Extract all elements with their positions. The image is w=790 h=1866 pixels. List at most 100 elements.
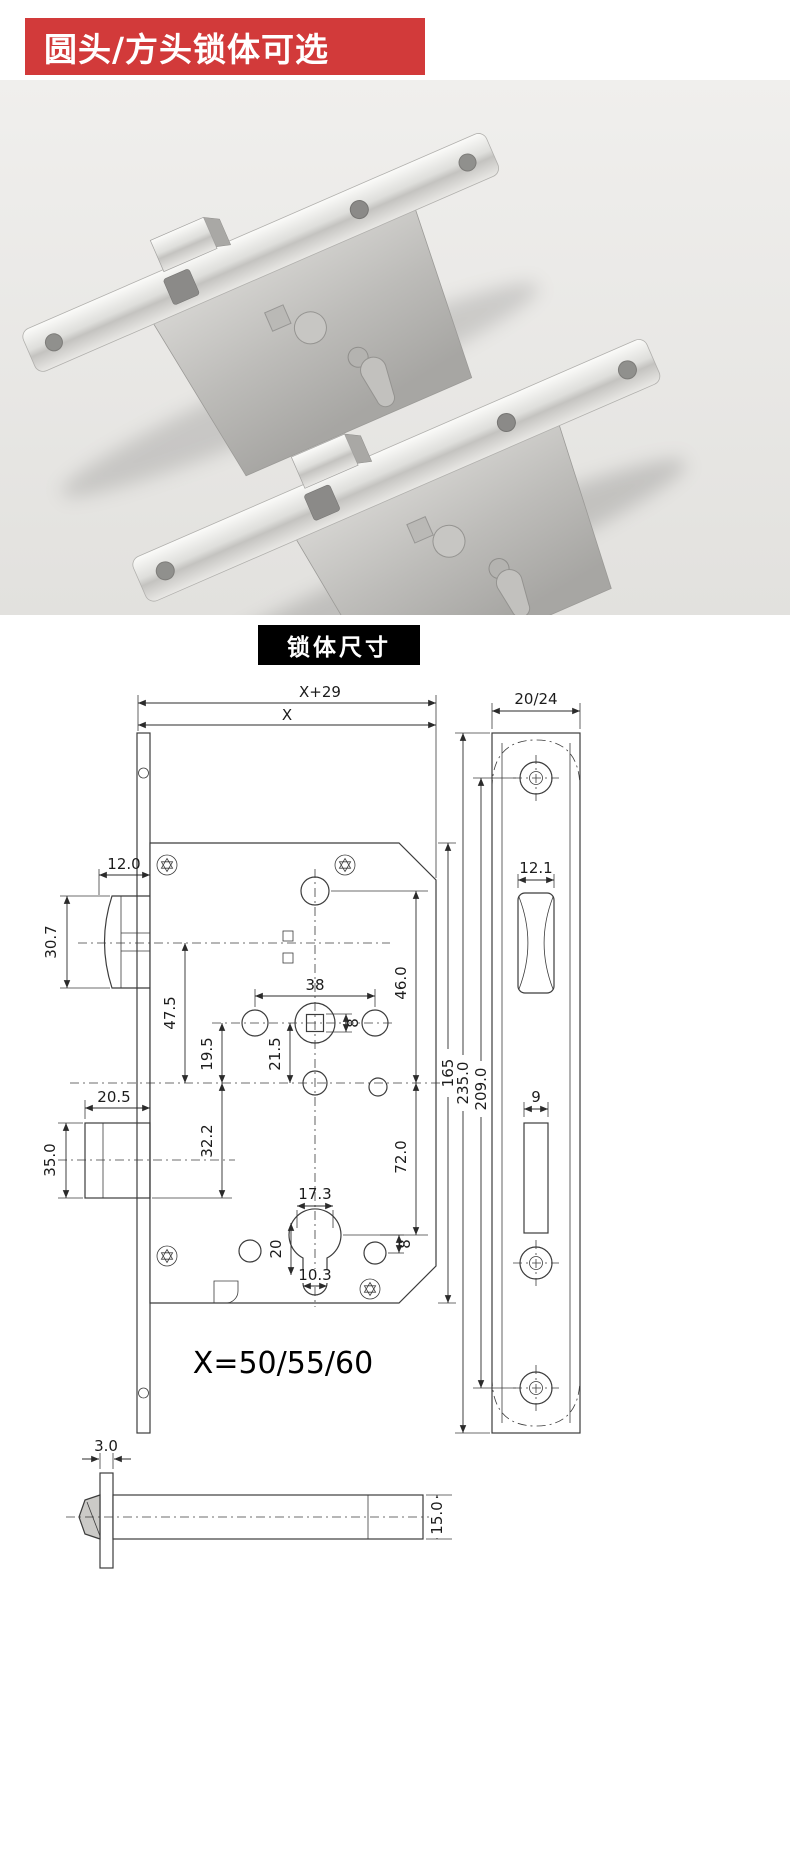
lock-dimension-drawing: X+29 X 12.0 30.7 47.5 19.5 38 21.5 8 46. bbox=[41, 683, 581, 1569]
dim-cylinder-drop: 20 bbox=[267, 1223, 295, 1275]
dim-cylinder-drop-label: 20 bbox=[267, 1239, 285, 1258]
dim-bolt-height-label: 15.0 bbox=[428, 1501, 446, 1534]
faceplate-view bbox=[491, 732, 581, 1434]
fixing-hole bbox=[363, 1241, 387, 1265]
faceplate-outline bbox=[491, 732, 581, 1434]
dim-hub-drop: 21.5 bbox=[266, 1023, 294, 1083]
dim-deadbolt-height-label: 35.0 bbox=[41, 1143, 59, 1176]
latch-head bbox=[290, 433, 359, 489]
lock-body-view bbox=[58, 732, 452, 1434]
deadbolt bbox=[84, 1122, 151, 1199]
case-cylinder-hole bbox=[360, 356, 395, 408]
torx-screw bbox=[359, 1278, 381, 1300]
faceplate bbox=[132, 339, 661, 602]
plate-screw bbox=[138, 767, 149, 779]
dim-latch-height-label: 30.7 bbox=[42, 925, 60, 958]
torx-screw bbox=[156, 1245, 178, 1267]
dim-backset-label: X bbox=[282, 706, 292, 724]
corner-notch bbox=[213, 1280, 239, 1304]
fixing-hole bbox=[238, 1239, 262, 1263]
case-hole bbox=[432, 524, 466, 558]
dim-center-deadbolt: 32.2 bbox=[152, 1083, 232, 1199]
plate-screw-hole bbox=[44, 333, 63, 352]
dim-cylinder-stem-label: 10.3 bbox=[298, 1266, 331, 1284]
dim-deadbolt-cutout: 9 bbox=[523, 1088, 549, 1117]
torx-screw bbox=[156, 854, 178, 876]
dim-latch-projection: 12.0 bbox=[98, 855, 150, 895]
dim-latch-cutout-label: 12.1 bbox=[519, 859, 552, 877]
backset-formula: X=50/55/60 bbox=[193, 1346, 373, 1381]
dim-latch-height: 30.7 bbox=[42, 895, 110, 989]
section-title: 锁体尺寸 bbox=[258, 625, 420, 665]
dim-hub-drop-label: 21.5 bbox=[266, 1037, 284, 1070]
dim-latch-to-center-label: 47.5 bbox=[161, 996, 179, 1029]
dim-plate-thickness: 3.0 bbox=[82, 1437, 131, 1469]
plate-latch-window bbox=[304, 484, 340, 521]
case-hole bbox=[293, 311, 327, 345]
spring-square bbox=[282, 952, 294, 964]
dim-center-cylinder-label: 72.0 bbox=[392, 1140, 410, 1173]
dim-bolt-height: 15.0 bbox=[426, 1494, 452, 1540]
dim-handle-span: 38 bbox=[254, 976, 376, 1007]
dim-faceplate-length: 235.0 bbox=[454, 732, 490, 1434]
dim-center-cylinder: 72.0 bbox=[343, 1083, 428, 1236]
faceplate bbox=[22, 133, 500, 372]
latch-cutout bbox=[517, 892, 555, 994]
dim-case-height-label: 165 bbox=[439, 1059, 457, 1088]
plate-screw-hole bbox=[458, 153, 477, 172]
plate-screw-hole bbox=[155, 561, 175, 581]
dim-plate-thickness-label: 3.0 bbox=[94, 1437, 118, 1455]
dim-case-height: 165 bbox=[438, 842, 457, 1304]
lock-photo-lower bbox=[132, 339, 661, 615]
plate-latch-window bbox=[163, 269, 200, 305]
dim-top-hole-label: 46.0 bbox=[392, 966, 410, 999]
spring-square bbox=[282, 930, 294, 942]
dim-top-hole: 46.0 bbox=[331, 890, 428, 1083]
mid-hole-small bbox=[368, 1077, 388, 1097]
dim-screw-spacing-label: 209.0 bbox=[472, 1068, 490, 1111]
dim-deadbolt-projection-label: 20.5 bbox=[97, 1088, 130, 1106]
dim-latch-cutout: 12.1 bbox=[517, 859, 555, 888]
latch-side-view bbox=[66, 1472, 438, 1569]
dim-faceplate-length-label: 235.0 bbox=[454, 1062, 472, 1105]
dim-cylinder-width: 17.3 bbox=[296, 1185, 334, 1228]
dim-center-deadbolt-label: 32.2 bbox=[198, 1124, 216, 1157]
dimension-diagram: X+29 X 12.0 30.7 47.5 19.5 38 21.5 8 46. bbox=[0, 683, 790, 1587]
handle-hole bbox=[361, 1009, 389, 1037]
plate-cylinder-hole bbox=[496, 413, 516, 433]
dim-case-depth-label: X+29 bbox=[299, 683, 341, 701]
spindle-square bbox=[305, 1013, 325, 1033]
dim-follower-square-label: 8 bbox=[344, 1018, 362, 1028]
dim-deadbolt-cutout-label: 9 bbox=[531, 1088, 541, 1106]
screw-hole-bottom bbox=[513, 1365, 559, 1411]
case-square-hole bbox=[406, 516, 434, 544]
dim-deadbolt-projection: 20.5 bbox=[84, 1088, 150, 1119]
dim-screw-spacing: 209.0 bbox=[472, 777, 516, 1389]
dim-latch-projection-label: 12.0 bbox=[107, 855, 140, 873]
handle-hole bbox=[241, 1009, 269, 1037]
section-title-text: 锁体尺寸 bbox=[287, 635, 391, 661]
dim-deadbolt-height: 35.0 bbox=[41, 1122, 83, 1199]
dim-handle-span-label: 38 bbox=[305, 976, 324, 994]
lock-photo-upper bbox=[22, 133, 500, 477]
round-end-option-bottom bbox=[491, 1376, 581, 1427]
mid-hole bbox=[302, 1070, 328, 1096]
deadbolt-cutout bbox=[523, 1122, 549, 1234]
dim-follower-square: 8 bbox=[326, 1013, 362, 1033]
latch-bolt bbox=[103, 895, 150, 989]
dim-latch-to-center: 47.5 bbox=[161, 943, 189, 1083]
dim-cylinder-offset-label: 8 bbox=[396, 1239, 414, 1249]
plate-cylinder-hole bbox=[349, 200, 369, 220]
plate-screw-hole bbox=[617, 360, 637, 380]
dim-backset: X bbox=[138, 706, 436, 729]
dim-faceplate-width-label: 20/24 bbox=[514, 690, 557, 708]
round-end-option-top bbox=[491, 739, 581, 790]
header-banner: 圆头/方头锁体可选 bbox=[25, 18, 425, 75]
product-photo-illustration bbox=[0, 80, 790, 615]
dim-cylinder-stem: 10.3 bbox=[296, 1266, 334, 1290]
product-photo bbox=[0, 80, 790, 615]
lock-case-outline bbox=[149, 842, 437, 1304]
dim-hub-offset-label: 19.5 bbox=[198, 1037, 216, 1070]
screw-hole-mid bbox=[513, 1240, 559, 1286]
dim-hub-offset: 19.5 bbox=[198, 1023, 226, 1083]
